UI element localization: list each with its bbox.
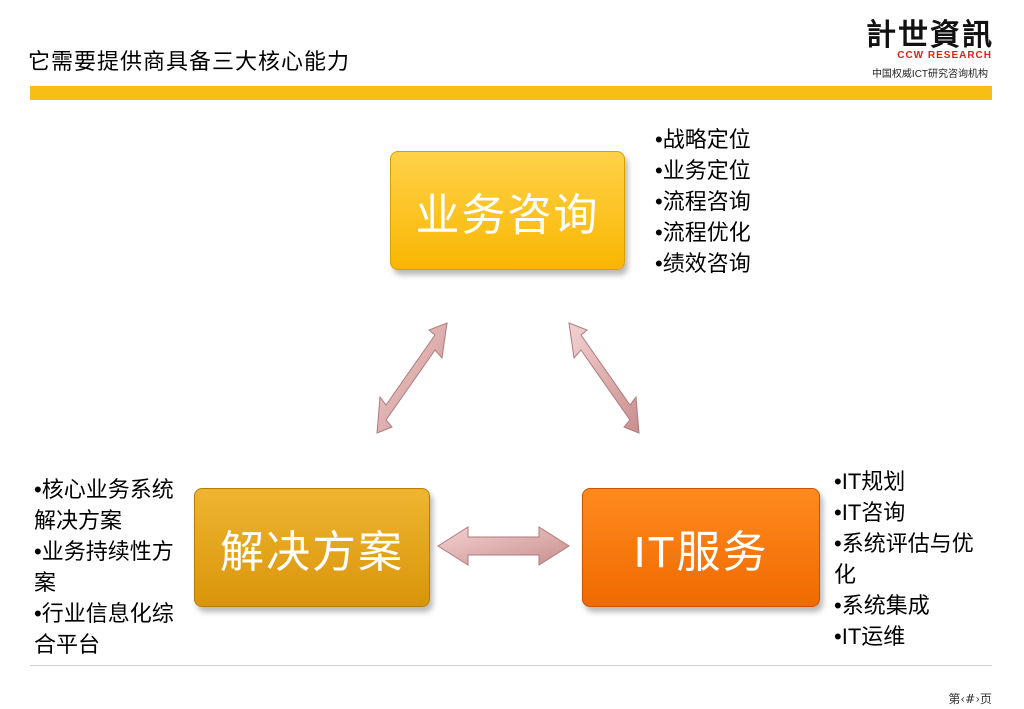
footer-divider	[30, 665, 992, 666]
list-item: 行业信息化综合平台	[34, 598, 184, 660]
slide-title: 它需要提供商具备三大核心能力	[28, 49, 351, 74]
list-item: IT规划	[834, 466, 984, 497]
business-consulting-box: 业务咨询	[390, 151, 625, 270]
business-bullet-list: 战略定位 业务定位 流程咨询 流程优化 绩效咨询	[655, 124, 751, 279]
double-arrow-left-icon	[376, 322, 448, 434]
logo-english-name: CCW RESEARCH	[897, 50, 992, 61]
list-item: 系统评估与优化	[834, 528, 984, 590]
solution-bullet-list: 核心业务系统解决方案 业务持续性方案 行业信息化综合平台	[34, 474, 184, 660]
ccw-logo: 計世資訊 CCW RESEARCH 中国权威ICT研究咨询机构	[860, 18, 1000, 81]
list-item: 核心业务系统解决方案	[34, 474, 184, 536]
list-item: 业务定位	[655, 155, 751, 186]
it-service-box: IT服务	[582, 488, 820, 607]
page-number: 第‹#›页	[948, 692, 992, 706]
list-item: IT运维	[834, 621, 984, 652]
double-arrow-right-icon	[568, 322, 640, 434]
solution-box: 解决方案	[194, 488, 430, 607]
double-arrow-horizontal-icon	[437, 526, 570, 566]
logo-subtitle: 中国权威ICT研究咨询机构	[871, 69, 989, 80]
list-item: 流程咨询	[655, 186, 751, 217]
title-accent-bar	[30, 86, 992, 100]
list-item: 系统集成	[834, 590, 984, 621]
list-item: 流程优化	[655, 217, 751, 248]
it-service-bullet-list: IT规划 IT咨询 系统评估与优化 系统集成 IT运维	[834, 466, 984, 652]
logo-mark: 計世資訊	[866, 18, 994, 53]
list-item: 业务持续性方案	[34, 536, 184, 598]
list-item: IT咨询	[834, 497, 984, 528]
list-item: 绩效咨询	[655, 248, 751, 279]
list-item: 战略定位	[655, 124, 751, 155]
